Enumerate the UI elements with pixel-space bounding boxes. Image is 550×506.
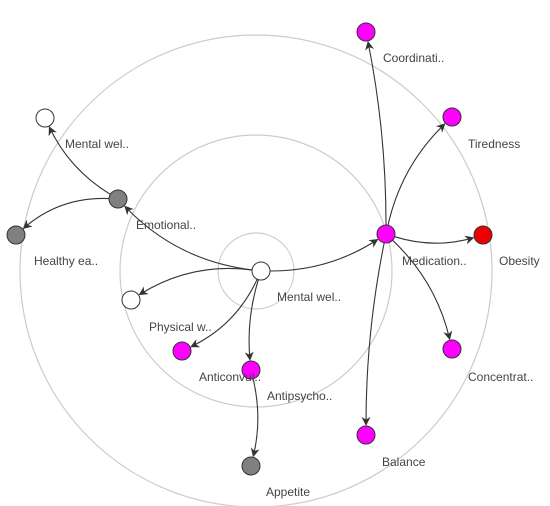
node-anticonvulsant[interactable] [172, 341, 192, 361]
edge-antipsychotic-to-appetite [250, 378, 260, 458]
node-label-mental-wellbeing-center: Mental wel.. [277, 290, 341, 304]
edge-medication-to-coordination [365, 40, 387, 226]
node-label-antipsychotic: Antipsycho.. [267, 389, 332, 403]
node-label-medication: Medication.. [402, 254, 467, 268]
node-label-coordination: Coordinati.. [383, 51, 444, 65]
node-label-healthy-eating: Healthy ea.. [34, 254, 98, 268]
edges [22, 40, 475, 458]
node-antipsychotic[interactable] [241, 360, 261, 380]
node-coordination[interactable] [356, 22, 376, 42]
edge-mental-wellbeing-center-to-medication [269, 239, 379, 272]
node-emotional[interactable] [108, 189, 128, 209]
node-medication[interactable] [376, 224, 396, 244]
node-label-mental-wellbeing-outer: Mental wel.. [65, 137, 129, 151]
edge-medication-to-tiredness [387, 123, 446, 226]
edge-mental-wellbeing-center-to-physical [138, 267, 253, 296]
ring-2 [119, 134, 393, 408]
edge-emotional-to-healthy-eating [22, 197, 110, 229]
edge-mental-wellbeing-center-to-emotional [124, 205, 253, 271]
node-label-appetite: Appetite [266, 485, 310, 499]
ring-1 [217, 232, 295, 310]
edge-mental-wellbeing-center-to-antipsychotic [244, 279, 259, 361]
node-physical[interactable] [121, 290, 141, 310]
node-label-concentration: Concentrat.. [468, 370, 533, 384]
node-appetite[interactable] [241, 456, 261, 476]
node-label-anticonvulsant: Anticonvul.. [199, 370, 261, 384]
edge-medication-to-concentration [392, 239, 453, 341]
node-label-tiredness: Tiredness [468, 137, 520, 151]
edge-medication-to-balance [361, 242, 385, 426]
node-label-emotional: Emotional.. [136, 218, 196, 232]
node-mental-wellbeing-center[interactable] [251, 261, 271, 281]
nodes [6, 22, 493, 476]
node-label-balance: Balance [382, 455, 426, 469]
node-label-physical: Physical w.. [149, 320, 212, 334]
node-concentration[interactable] [442, 339, 462, 359]
edge-mental-wellbeing-center-to-anticonvulsant [190, 278, 258, 348]
node-label-obesity: Obesity [499, 254, 540, 268]
node-mental-wellbeing-outer[interactable] [35, 108, 55, 128]
node-tiredness[interactable] [442, 107, 462, 127]
edge-emotional-to-mental-wellbeing-outer [48, 126, 111, 195]
node-labels: Mental wel.. Emotional.. Mental wel.. Healt… [34, 51, 540, 499]
concentric-rings [19, 34, 493, 506]
node-obesity[interactable] [473, 225, 493, 245]
ring-3 [19, 34, 493, 506]
edge-medication-to-obesity [394, 235, 475, 245]
node-healthy-eating[interactable] [6, 225, 26, 245]
node-balance[interactable] [356, 425, 376, 445]
